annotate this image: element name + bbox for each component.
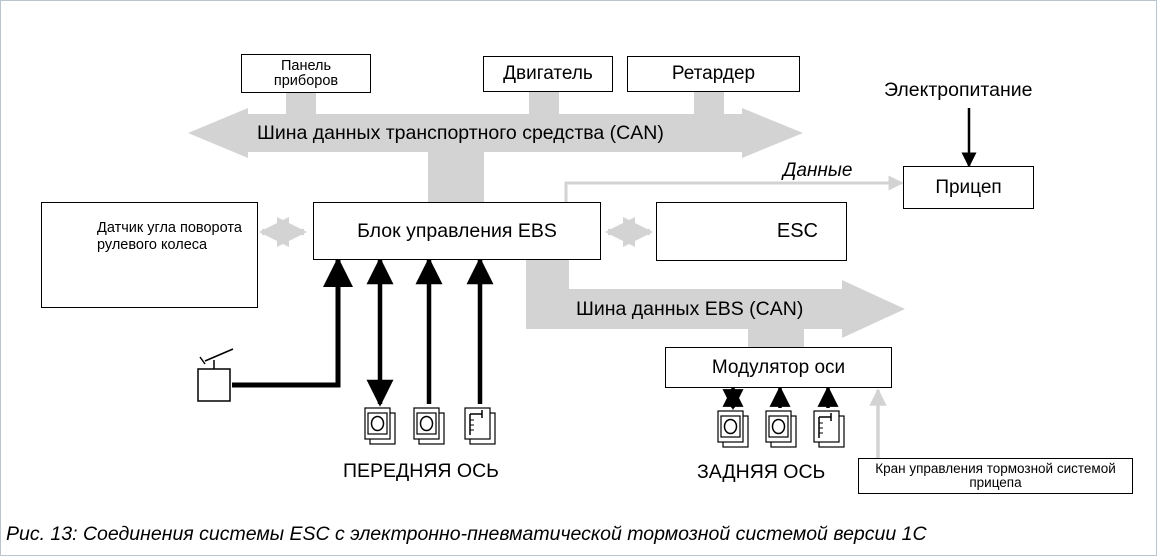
figure-caption: Рис. 13: Соединения системы ESC с электр…: [6, 523, 927, 545]
axle-modulator-label: Модулятор оси: [711, 356, 846, 378]
pedal-line: [232, 257, 353, 388]
rear-wear-sensor-icon: [813, 410, 845, 448]
retarder-box: Ретардер: [627, 56, 800, 92]
esc-box: ESC: [656, 202, 847, 261]
front-wheel-sensor-icon-1: [364, 407, 396, 445]
engine-box: Двигатель: [483, 56, 613, 92]
data-line-to-trailer: [564, 175, 904, 210]
brake-pedal-icon: [197, 348, 234, 402]
ebs-bus-to-modulator-stub: [748, 328, 804, 348]
engine-bus-stub: [529, 90, 559, 118]
rear-axle-label: ЗАДНЯЯ ОСЬ: [697, 461, 826, 483]
trailer-control-valve-box: Кран управления тормозной системой прице…: [858, 458, 1133, 494]
steering-angle-sensor-label: Датчик угла поворота рулевого колеса: [97, 220, 242, 253]
ebs-can-bus-label: Шина данных EBS (CAN): [576, 298, 804, 320]
ebs-control-unit-box: Блок управления EBS: [313, 202, 601, 260]
rear-wheel-sensor-icon-2: [765, 410, 797, 448]
front-wheel-sensor-icon-2: [413, 407, 445, 445]
rear-wheel-sensor-icon-1: [717, 410, 749, 448]
retarder-bus-stub: [694, 90, 724, 118]
retarder-label: Ретардер: [671, 63, 756, 84]
trailer-control-valve-label: Кран управления тормозной системой прице…: [875, 461, 1116, 490]
vehicle-can-bus-arrow: [188, 108, 803, 158]
esc-label: ESC: [776, 220, 818, 242]
instrument-panel-label: Панель приборов: [273, 57, 339, 89]
power-supply-label: Электропитание: [884, 79, 1033, 101]
data-label: Данные: [783, 160, 853, 181]
front-axle-label: ПЕРЕДНЯЯ ОСЬ: [343, 460, 499, 482]
ebs-control-unit-label: Блок управления EBS: [357, 219, 557, 242]
instrument-panel-box: Панель приборов: [241, 54, 371, 93]
trailer-box: Прицеп: [903, 166, 1034, 209]
axle-modulator-box: Модулятор оси: [665, 347, 892, 388]
vehicle-can-bus-label: Шина данных транспортного средства (CAN): [257, 122, 664, 144]
front-wear-sensor-icon: [464, 407, 496, 445]
bus-to-ebs-stub: [428, 150, 484, 202]
trailer-label: Прицеп: [935, 176, 1002, 198]
steering-angle-sensor-box: Датчик угла поворота рулевого колеса: [41, 202, 258, 308]
ebs-can-bus-arrow: [526, 254, 905, 338]
panel-bus-stub: [286, 90, 316, 118]
engine-label: Двигатель: [503, 63, 593, 84]
